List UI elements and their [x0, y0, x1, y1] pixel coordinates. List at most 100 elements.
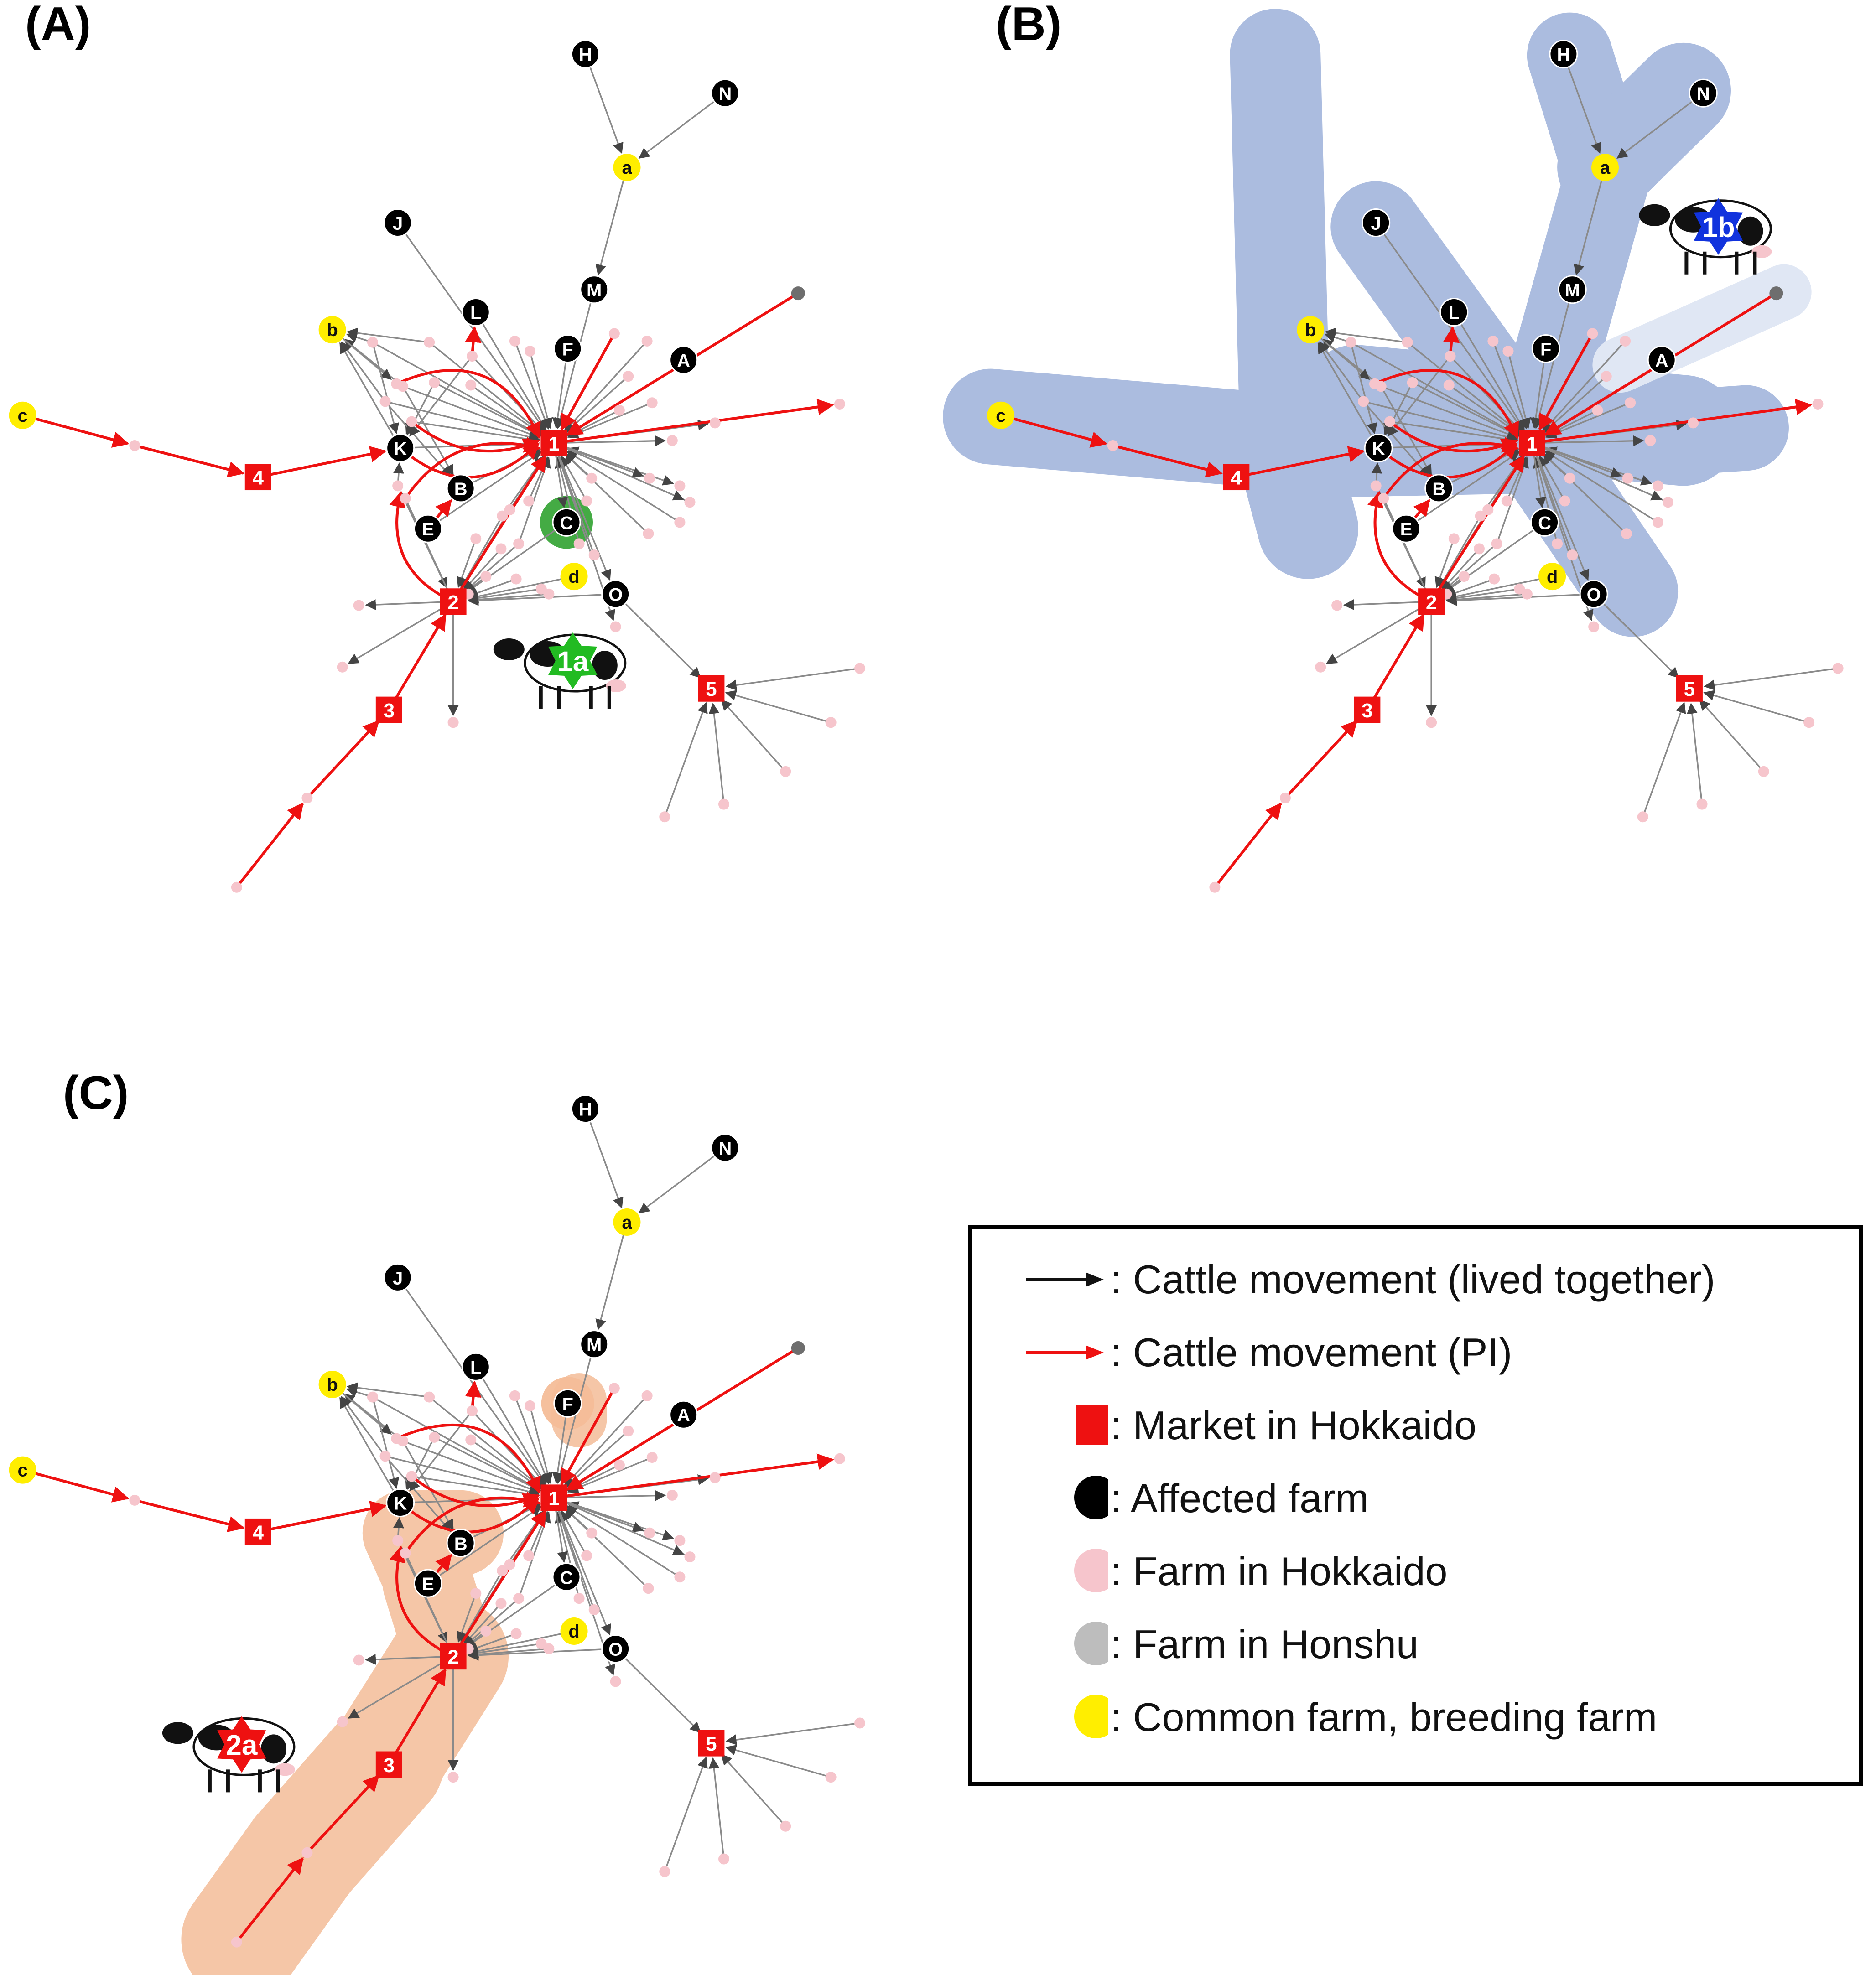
edge-lived-together: [553, 442, 611, 581]
farm-hokkaido-node: [524, 1400, 535, 1411]
edge-pi: [452, 1509, 547, 1657]
edge-lived-together: [1363, 400, 1518, 442]
affected-farm-label: M: [1565, 280, 1580, 301]
edge-pi: [553, 399, 834, 445]
farm-hokkaido-node: [581, 495, 592, 507]
affected-farm-node-A: [669, 345, 698, 374]
legend-text: : Farm in Honshu: [1111, 1622, 1419, 1667]
legend-text: : Farm in Hokkaido: [1111, 1549, 1448, 1594]
market-node-1: [540, 1484, 567, 1511]
farm-hokkaido-node: [1688, 417, 1699, 429]
farm-hokkaido-node: [581, 1550, 592, 1561]
farm-hokkaido-node: [1645, 435, 1656, 446]
affected-farm-label: F: [562, 1394, 573, 1414]
farm-hokkaido-node: [470, 1588, 482, 1599]
edge-lived-together: [1442, 543, 1497, 592]
edge-lived-together: [584, 54, 624, 154]
cow-badge-label: 1a: [557, 646, 588, 678]
farm-hokkaido-node: [659, 1866, 670, 1877]
edge-lived-together: [1531, 442, 1590, 581]
market-label: 1: [548, 433, 559, 455]
market-node-2: [440, 1643, 467, 1670]
market-node-4: [244, 464, 271, 491]
red-arrow-icon: [1026, 1345, 1104, 1360]
legend-text: : Affected farm: [1111, 1476, 1369, 1521]
common-farm-label: b: [327, 320, 338, 340]
farm-hokkaido-node: [367, 1391, 378, 1403]
farm-hokkaido-node: [1501, 495, 1512, 507]
edge-lived-together: [566, 1505, 681, 1578]
common-farm-label: d: [568, 1622, 579, 1642]
common-farm-node-c: [9, 1456, 36, 1484]
edge-lived-together: [339, 342, 401, 449]
farm-hokkaido-node: [1625, 397, 1636, 409]
edge-lived-together: [402, 1440, 540, 1494]
cow-icon: 1a: [493, 632, 627, 709]
legend-text: : Common farm, breeding farm: [1111, 1695, 1658, 1740]
affected-farm-node-F: [553, 334, 582, 363]
edge-pi: [396, 1424, 541, 1494]
affected-farm-label: O: [608, 585, 623, 605]
farm-hokkaido-node: [588, 549, 600, 561]
market-label: 2: [1426, 591, 1437, 614]
edge-pi: [258, 446, 387, 478]
farm-hokkaido-node: [1315, 661, 1326, 673]
farm-hokkaido-node: [510, 573, 522, 585]
farm-hokkaido-node: [610, 1676, 621, 1687]
farm-hokkaido-node: [543, 1643, 555, 1654]
farm-hokkaido-node: [406, 1471, 417, 1482]
farm-hokkaido-node: [1559, 495, 1570, 507]
edge-lived-together: [664, 1757, 708, 1872]
common-farm-node-b: [318, 1371, 346, 1398]
farm-hokkaido-node: [1567, 549, 1578, 561]
edge-pi: [399, 1497, 540, 1534]
farm-hokkaido-node: [465, 379, 477, 391]
farm-hokkaido-node: [513, 1593, 525, 1604]
edge-lived-together: [1325, 601, 1432, 664]
farm-hokkaido-node: [231, 881, 242, 893]
edge-lived-together: [1445, 593, 1528, 605]
farm-hokkaido-node: [467, 351, 478, 362]
affected-farm-label: C: [560, 513, 573, 533]
edge-lived-together: [365, 1654, 453, 1665]
edge-lived-together: [467, 1643, 542, 1659]
farm-hokkaido-node: [400, 492, 411, 504]
edge-lived-together: [397, 1277, 546, 1486]
edge-pi: [553, 1453, 834, 1499]
market-node-1: [1518, 430, 1545, 456]
farm-hokkaido-node: [406, 416, 417, 427]
edge-pi: [1367, 491, 1432, 603]
edge-lived-together: [467, 575, 574, 602]
market-label: 5: [1684, 678, 1695, 700]
market-label: 2: [447, 591, 458, 614]
edge-lived-together: [467, 588, 542, 604]
farm-hokkaido-node: [392, 480, 404, 492]
farm-hokkaido-node: [1474, 543, 1485, 555]
farm-hokkaido-node: [588, 1604, 600, 1616]
affected-farm-node-O: [601, 1634, 630, 1664]
affected-farm-label: K: [1372, 439, 1385, 459]
common-farm-label: d: [568, 567, 579, 587]
farm-hokkaido-node: [367, 337, 378, 348]
edge-pi: [306, 1774, 380, 1854]
farm-hokkaido-node: [129, 1494, 140, 1506]
affected-farm-node-B: [446, 474, 475, 503]
edge-lived-together: [1325, 327, 1408, 343]
black-circle-icon: [1074, 1476, 1108, 1519]
edges-lived-together: [332, 54, 860, 817]
affected-farm-node-H: [571, 1094, 600, 1124]
farm-hokkaido-node: [586, 1527, 598, 1539]
cluster-blob: [1300, 345, 1739, 486]
edge-pi: [306, 720, 380, 799]
edge-lived-together: [553, 1497, 684, 1555]
market-label: 3: [1362, 700, 1372, 722]
edge-pi: [1112, 444, 1223, 478]
common-farm-node-d: [560, 563, 588, 591]
legend-row-market: : Market in Hokkaido: [972, 1398, 1859, 1453]
edge-pi: [389, 491, 454, 603]
edge-lived-together: [708, 703, 725, 804]
farm-hokkaido-node: [1592, 404, 1603, 416]
edge-pi: [389, 1545, 454, 1658]
edge-lived-together: [1378, 491, 1432, 602]
